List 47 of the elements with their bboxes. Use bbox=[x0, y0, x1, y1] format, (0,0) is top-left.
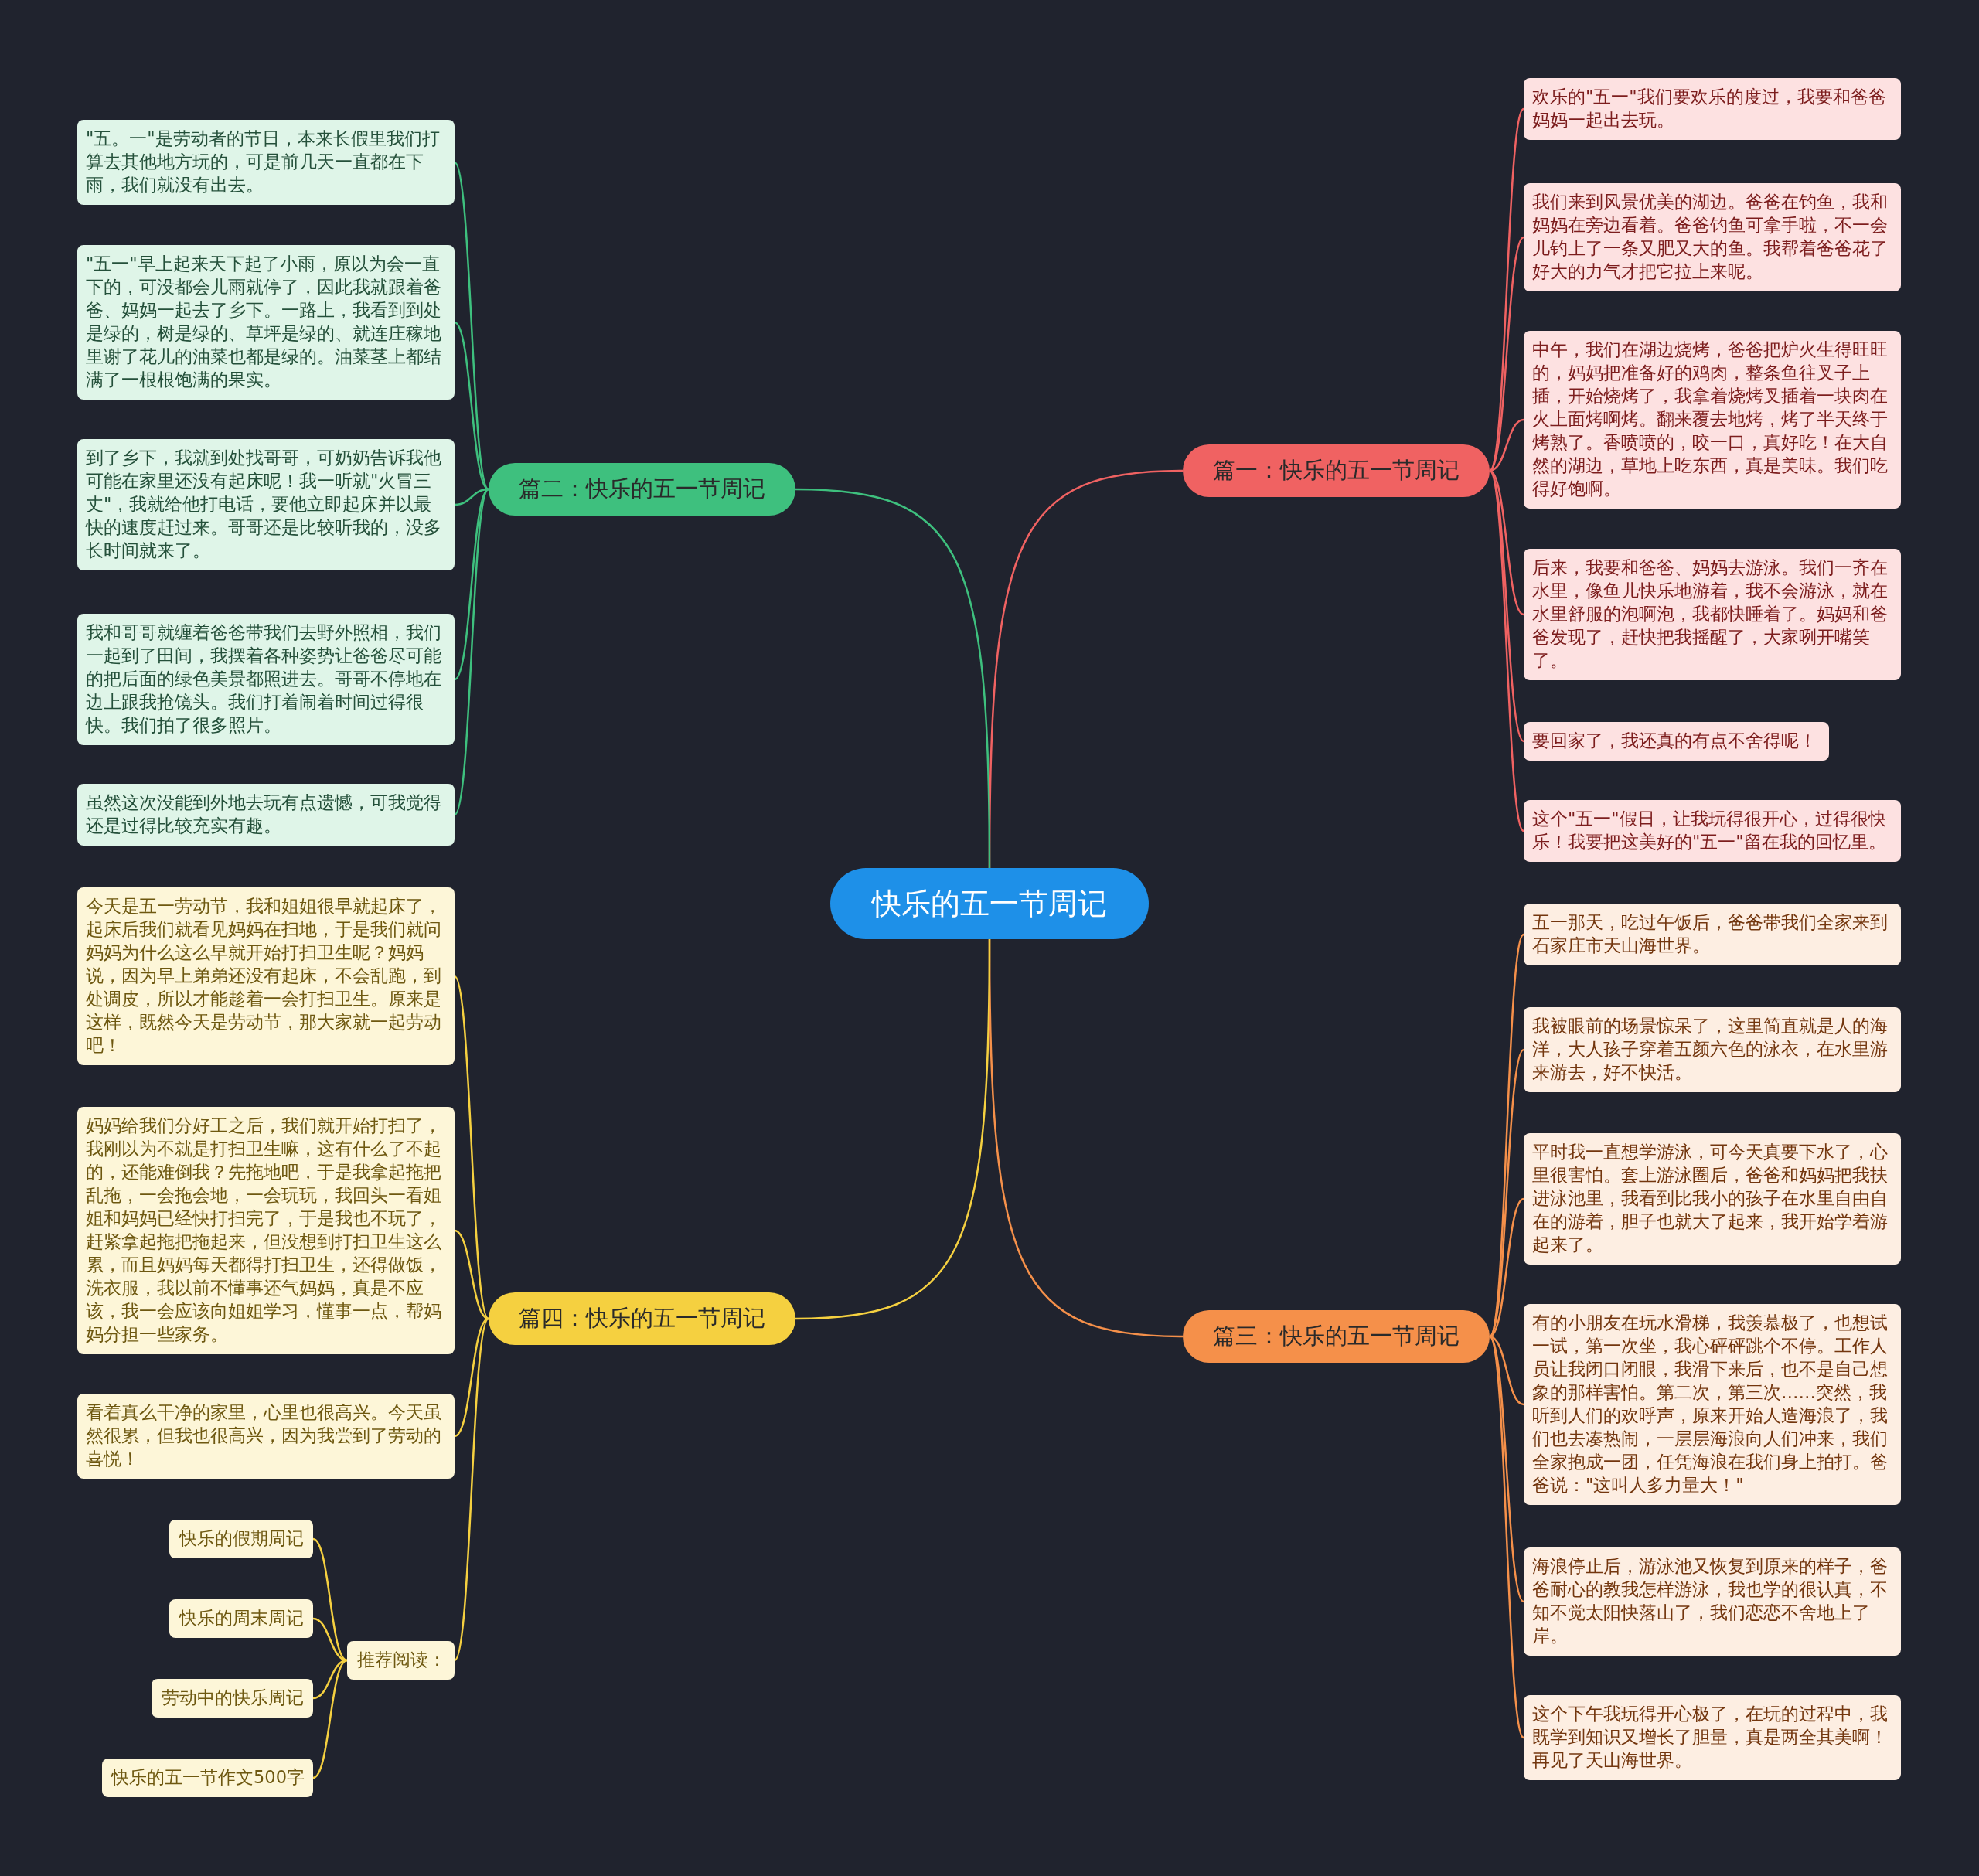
text-card: 这个"五一"假日，让我玩得很开心，过得很快乐！我要把这美好的"五一"留在我的回忆里。 bbox=[1524, 800, 1901, 862]
text-card: 要回家了，我还真的有点不舍得呢！ bbox=[1524, 722, 1829, 761]
connector-line bbox=[1488, 1336, 1525, 1738]
text-card: 快乐的假期周记 bbox=[169, 1520, 313, 1558]
connector-line bbox=[1489, 237, 1524, 472]
text-card: 这个下午我玩得开心极了，在玩的过程中，我既学到知识又增长了胆量，真是两全其美啊！再见了天山海世界。 bbox=[1524, 1695, 1901, 1780]
text-card: 劳动中的快乐周记 bbox=[152, 1679, 313, 1718]
text-card: 快乐的周末周记 bbox=[169, 1599, 313, 1638]
text-card: 海浪停止后，游泳池又恢复到原来的样子，爸爸耐心的教我怎样游泳，我也学的很认真，不知不觉太阳快落山了，我们恋恋不舍地上了岸。 bbox=[1524, 1547, 1901, 1656]
connector-line bbox=[453, 489, 490, 815]
branch-topic: 篇一：快乐的五一节周记 bbox=[1183, 444, 1490, 497]
text-card: 今天是五一劳动节，我和姐姐很早就起床了，起床后我们就看见妈妈在扫地，于是我们就问妈妈为什么这么早就开始打扫卫生呢？妈妈说，因为早上弟弟还没有起床，不会乱跑，到处调皮，所以才能趁着一会打扫卫生。原来是这样，既然今天是劳动节，那大家就一起劳动吧！ bbox=[77, 887, 455, 1065]
text-card: "五。一"是劳动者的节日，本来长假里我们打算去其他地方玩的，可是前几天一直都在下雨，我们就没有出去。 bbox=[77, 120, 455, 205]
branch-topic: 篇二：快乐的五一节周记 bbox=[489, 463, 795, 516]
connector-line bbox=[1488, 470, 1525, 832]
text-card: 推荐阅读： bbox=[347, 1641, 455, 1680]
text-card: 到了乡下，我就到处找哥哥，可奶奶告诉我他可能在家里还没有起床呢！我一听就"火冒三丈"，我就给他打电话，要他立即起床并以最快的速度赶过来。哥哥还是比较听我的，没多长时间就来了。 bbox=[77, 439, 455, 570]
text-card: 平时我一直想学游泳，可今天真要下水了，心里很害怕。套上游泳圈后，爸爸和妈妈把我扶进泳池里，我看到比我小的孩子在水里自由自在的游着，胆子也就大了起来，我开始学着游起来了。 bbox=[1524, 1133, 1901, 1265]
connector-line bbox=[312, 1659, 348, 1779]
text-card: 有的小朋友在玩水滑梯，我羡慕极了，也想试一试，第一次坐，我心砰砰跳个不停。工作人员让我闭口闭眼，我滑下来后，也不是自己想象的那样害怕。第二次，第三次……突然，我听到人们的欢呼声，原来开始人造海浪了，我们也去凑热闹，一层层海浪向人们冲来，我们全家抱成一团，任凭海浪在我们身上拍打。爸爸说："这叫人多力量大！" bbox=[1524, 1304, 1901, 1505]
text-card: 快乐的五一节作文500字 bbox=[102, 1759, 313, 1797]
text-card: "五一"早上起来天下起了小雨，原以为会一直下的，可没都会儿雨就停了，因此我就跟着爸爸、妈妈一起去了乡下。一路上，我看到到处是绿的，树是绿的、草坪是绿的、就连庄稼地里谢了花儿的油菜也都是绿的。油菜茎上都结满了一根根饱满的果实。 bbox=[77, 245, 455, 400]
connector-line bbox=[795, 488, 991, 868]
connector-line bbox=[795, 939, 991, 1320]
text-card: 我们来到风景优美的湖边。爸爸在钓鱼，我和妈妈在旁边看着。爸爸钓鱼可拿手啦，不一会儿钓上了一条又肥又大的鱼。我帮着爸爸花了好大的力气才把它拉上来呢。 bbox=[1524, 183, 1901, 291]
central-topic: 快乐的五一节周记 bbox=[830, 868, 1149, 939]
branch-topic: 篇四：快乐的五一节周记 bbox=[489, 1292, 795, 1345]
text-card: 看着真么干净的家里，心里也很高兴。今天虽然很累，但我也很高兴，因为我尝到了劳动的喜悦！ bbox=[77, 1394, 455, 1479]
text-card: 欢乐的"五一"我们要欢乐的度过，我要和爸爸妈妈一起出去玩。 bbox=[1524, 78, 1901, 140]
connector-line bbox=[312, 1537, 348, 1662]
text-card: 五一那天，吃过午饭后，爸爸带我们全家来到石家庄市天山海世界。 bbox=[1524, 904, 1901, 965]
text-card: 我被眼前的场景惊呆了，这里简直就是人的海洋，大人孩子穿着五颜六色的泳衣，在水里游来游去，好不快活。 bbox=[1524, 1007, 1901, 1092]
text-card: 后来，我要和爸爸、妈妈去游泳。我们一齐在水里，像鱼儿快乐地游着，我不会游泳，就在水里舒服的泡啊泡，我都快睡着了。妈妈和爸爸发现了，赶快把我摇醒了，大家咧开嘴笑了。 bbox=[1524, 549, 1901, 680]
text-card: 我和哥哥就缠着爸爸带我们去野外照相，我们一起到了田间，我摆着各种姿势让爸爸尽可能的把后面的绿色美景都照进去。哥哥不停地在边上跟我抢镜头。我们打着闹着时间过得很快。我们拍了很多照片。 bbox=[77, 614, 455, 745]
connector-line bbox=[1489, 1335, 1524, 1406]
connector-line bbox=[1488, 1049, 1525, 1337]
connector-line bbox=[1489, 470, 1524, 742]
connector-line bbox=[1489, 418, 1524, 472]
connector-line bbox=[454, 1229, 489, 1320]
connector-line bbox=[454, 1317, 489, 1438]
text-card: 虽然这次没能到外地去玩有点遗憾，可我觉得还是过得比较充实有趣。 bbox=[77, 784, 455, 846]
text-card: 妈妈给我们分好工之后，我们就开始打扫了，我刚以为不就是打扫卫生嘛，这有什么了不起的，还能难倒我？先拖地吧，于是我拿起拖把乱拖，一会拖会地，一会玩玩，我回头一看姐姐和妈妈已经快打扫完了，于是我也不玩了，赶紧拿起拖把拖起来，但没想到打扫卫生这么累，而且妈妈每天都得打扫卫生，还得做饭，洗衣服，我以前不懂事还气妈妈，真是不应该，我一会应该向姐姐学习，懂事一点，帮妈妈分担一些家务。 bbox=[77, 1107, 455, 1354]
connector-line bbox=[1489, 1197, 1524, 1338]
connector-line bbox=[453, 1318, 490, 1661]
connector-line bbox=[312, 1617, 348, 1662]
text-card: 中午，我们在湖边烧烤，爸爸把炉火生得旺旺的，妈妈把准备好的鸡肉，整条鱼往叉子上插，开始烧烤了，我拿着烧烤叉插着一块肉在火上面烤啊烤。翻来覆去地烤，烤了半天终于烤熟了。香喷喷的，咬一口，真好吃！在大自然的湖边，草地上吃东西，真是美味。我们吃得好饱啊。 bbox=[1524, 331, 1901, 509]
branch-topic: 篇三：快乐的五一节周记 bbox=[1183, 1310, 1490, 1363]
